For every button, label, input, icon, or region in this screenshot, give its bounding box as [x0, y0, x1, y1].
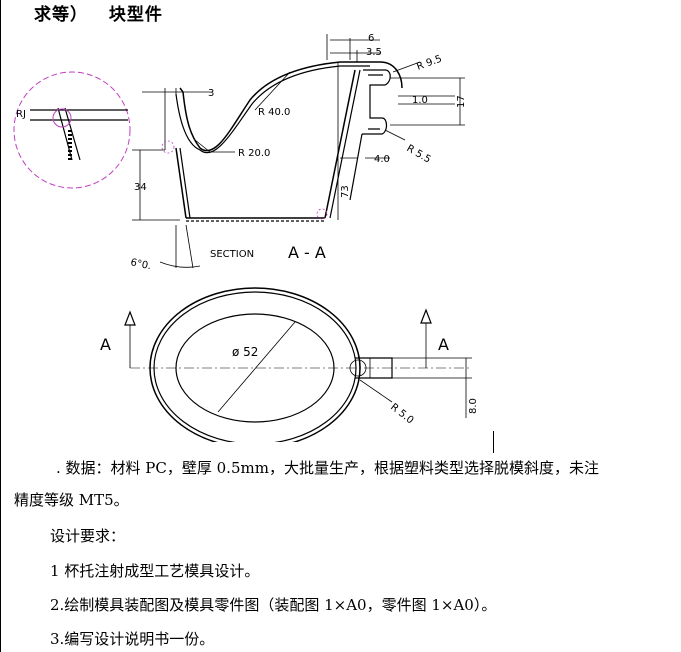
section-left-wall	[175, 147, 187, 219]
dim-angle: 6°0.	[129, 257, 152, 272]
section-outer-wall	[179, 61, 403, 152]
dim-3: 3	[208, 88, 214, 99]
dim-r40: R 40.0	[258, 107, 290, 118]
text-cursor	[493, 431, 494, 453]
requirement-3: 3.编写设计说明书一份。	[50, 630, 215, 648]
dim-r5: R 5.0	[388, 402, 415, 427]
section-id: A - A	[288, 243, 326, 262]
section-right-wall	[324, 69, 356, 219]
part-type: 块型件	[108, 5, 163, 25]
header-prefix: 求等）	[34, 5, 88, 25]
dim-r9-5: R 9.5	[415, 54, 443, 73]
detail-circle	[13, 71, 131, 189]
section-handle	[362, 69, 391, 135]
dim-4-0: 4.0	[374, 154, 390, 165]
dim-3-5: 3.5	[366, 47, 382, 58]
data-line-2: 精度等级 MT5。	[14, 491, 129, 509]
arrow-a-right-label: A	[438, 335, 449, 354]
arrow-a-left-label: A	[100, 335, 111, 354]
dim-17: 17	[456, 95, 467, 108]
requirement-1: 1 杯托注射成型工艺模具设计。	[50, 562, 260, 580]
data-line-1: . 数据：材料 PC，壁厚 0.5mm，大批量生产，根据塑料类型选择脱模斜度，未…	[56, 459, 599, 477]
header-line: 求等） 块型件	[34, 0, 163, 25]
dim-r20: R 20.0	[238, 148, 270, 159]
dim-rj: RJ	[16, 109, 26, 120]
dim-73: 73	[340, 185, 351, 198]
requirements-title: 设计要求：	[50, 527, 126, 545]
dim-r5-5: R 5.5	[405, 143, 433, 166]
section-label: SECTION	[210, 249, 254, 260]
dim-34: 34	[134, 182, 147, 193]
section-inner-wall	[175, 65, 370, 154]
dim-6: 6	[368, 33, 374, 44]
technical-drawing: 6 3.5 R 9.5 3 R 40.0 1.0 17 RJ R 20.0 R …	[13, 33, 479, 442]
dim-8-0: 8.0	[468, 398, 479, 414]
plan-outer-rim	[149, 287, 361, 442]
dim-1-0: 1.0	[412, 95, 428, 106]
requirement-2: 2.绘制模具装配图及模具零件图（装配图 1×A0，零件图 1×A0）。	[50, 596, 497, 614]
dim-dia-52: ø 52	[232, 345, 258, 359]
